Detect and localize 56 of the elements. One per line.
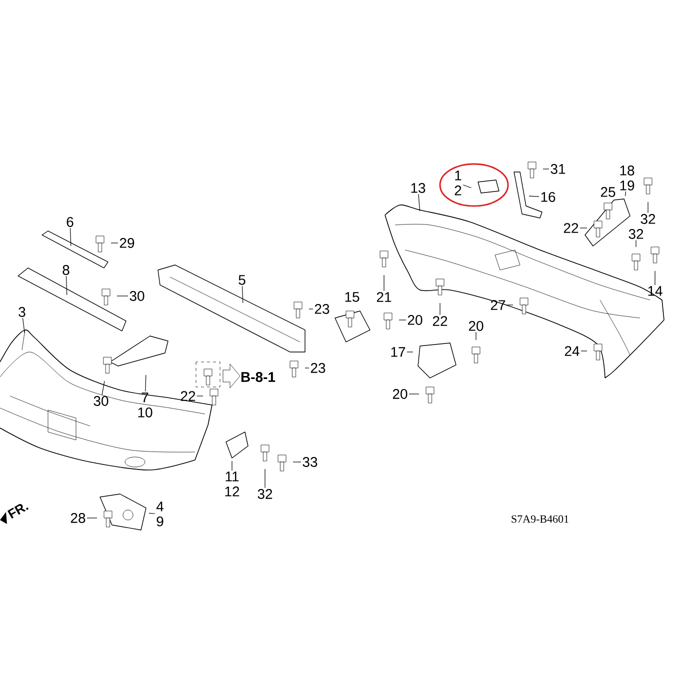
- callout-number: 15: [345, 292, 360, 302]
- callout-number: 17: [391, 347, 406, 357]
- callout-number: 33: [302, 457, 318, 467]
- drawing-number: S7A9-B4601: [512, 515, 568, 523]
- leader-line: [506, 304, 514, 306]
- callout-number: 22: [432, 316, 448, 326]
- leader-line: [654, 270, 656, 286]
- callout-number: 32: [258, 489, 272, 499]
- leader-line: [528, 196, 540, 197]
- callout-number: 8: [62, 265, 70, 275]
- callout-number: 20: [468, 321, 484, 331]
- leader-line: [110, 242, 118, 244]
- callout-number: 27: [490, 300, 506, 310]
- leader-line: [145, 374, 146, 392]
- leader-line: [418, 194, 420, 212]
- callout-number: 18 19: [620, 166, 634, 190]
- leader-line: [462, 184, 472, 188]
- direction-label: FR.: [7, 504, 29, 519]
- reference-label: B-8-1: [241, 372, 276, 382]
- callout-number: 22: [564, 223, 578, 233]
- callout-number: 5: [238, 275, 246, 285]
- callout-number: 25: [600, 187, 616, 197]
- leader-line: [264, 468, 266, 488]
- callout-number: 3: [18, 307, 26, 317]
- leader-line: [66, 276, 68, 296]
- callout-number: 13: [411, 183, 426, 193]
- leader-line: [102, 380, 105, 396]
- leader-line: [70, 228, 72, 246]
- leader-line: [542, 168, 550, 170]
- leader-line: [308, 308, 314, 310]
- callout-number: 32: [640, 214, 656, 224]
- callout-number: 22: [180, 391, 196, 401]
- callout-number: 23: [310, 363, 326, 373]
- leader-line: [625, 191, 626, 196]
- callout-number: 32: [628, 229, 644, 239]
- callout-number: 21: [376, 292, 392, 302]
- callout-number: 14: [648, 286, 662, 296]
- callout-number: 28: [70, 513, 86, 523]
- callout-number: 20: [392, 389, 408, 399]
- callout-number: 11 12: [225, 472, 240, 496]
- callout-number: 20: [408, 315, 422, 325]
- callout-number: 24: [564, 346, 580, 356]
- callout-number: 4 9: [156, 502, 164, 526]
- callout-number: 31: [550, 164, 566, 174]
- callout-number: 29: [120, 238, 134, 248]
- leader-line: [148, 512, 156, 514]
- callout-number: 16: [541, 192, 556, 202]
- leader-line: [242, 286, 244, 304]
- callout-number: 7 10: [138, 392, 152, 418]
- callout-number: 30: [130, 291, 144, 301]
- leader-line: [22, 318, 25, 334]
- leader-line: [580, 350, 588, 352]
- callout-number: 30: [94, 396, 108, 406]
- callout-number: 6: [66, 217, 74, 227]
- callout-number: 23: [314, 304, 330, 314]
- callout-number: 1 2: [454, 170, 462, 196]
